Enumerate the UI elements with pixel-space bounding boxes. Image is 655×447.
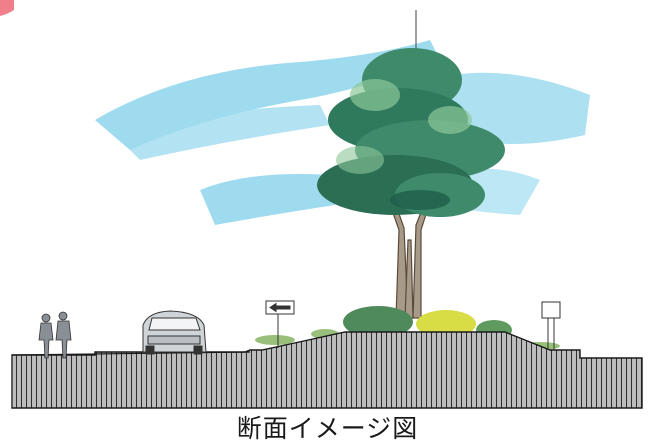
pedestrians-icon	[38, 311, 72, 359]
car-icon	[142, 310, 207, 355]
tree-icon	[317, 10, 505, 217]
tree-trunk	[391, 204, 429, 319]
road-surface	[11, 351, 251, 356]
sign-post-icon	[541, 301, 561, 350]
shrubs	[255, 306, 560, 350]
caption-text: 断面イメージ図	[236, 414, 419, 443]
arrow-sign-icon	[265, 300, 295, 348]
corner-mark	[0, 0, 14, 16]
cross-section-sketch	[0, 0, 643, 409]
